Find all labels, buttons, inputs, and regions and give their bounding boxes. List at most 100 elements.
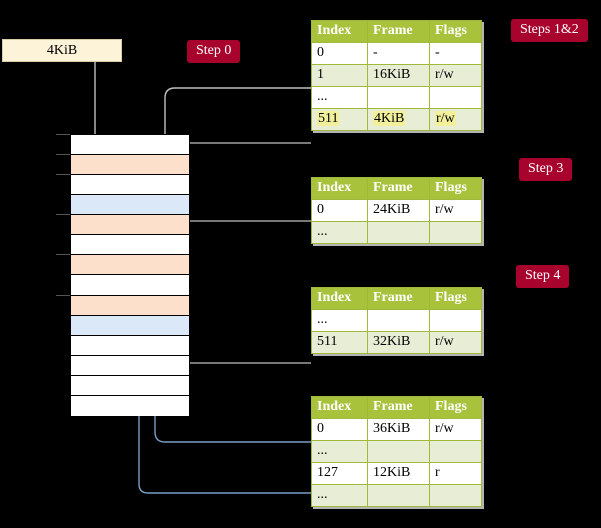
- cell-index: ...: [311, 484, 368, 507]
- column-header-flags: Flags: [429, 396, 482, 419]
- column-header-frame: Frame: [367, 177, 430, 200]
- cell-frame: 4KiB: [367, 108, 430, 131]
- badge-step4: Step 4: [516, 265, 570, 288]
- cell-frame: [367, 86, 430, 109]
- memory-frame-5: [71, 235, 189, 256]
- column-header-flags: Flags: [429, 287, 482, 310]
- cell-index: 0: [311, 199, 368, 222]
- cell-index: ...: [311, 309, 368, 332]
- cell-frame: 24KiB: [367, 199, 430, 222]
- cell-flags: r/w: [429, 64, 482, 87]
- memory-frame-10: [71, 335, 189, 356]
- column-header-index: Index: [311, 20, 368, 43]
- memory-frame-6: [71, 255, 189, 276]
- table-row[interactable]: ...: [311, 440, 482, 463]
- cell-index: 0: [311, 418, 368, 441]
- cell-frame: 16KiB: [367, 64, 430, 87]
- cell-flags: r/w: [429, 331, 482, 354]
- memory-tick-8: [56, 294, 70, 296]
- cell-index: ...: [311, 86, 368, 109]
- memory-frame-11: [71, 355, 189, 376]
- memory-frame-3: [71, 195, 189, 216]
- cell-frame: -: [367, 42, 430, 65]
- badge-step3: Step 3: [519, 158, 573, 181]
- cell-index: ...: [311, 221, 368, 244]
- cell-frame: [367, 484, 430, 507]
- cell-index: 1: [311, 64, 368, 87]
- table-row[interactable]: ...: [311, 484, 482, 507]
- cell-index: 0: [311, 42, 368, 65]
- cell-flags: [429, 309, 482, 332]
- cell-flags: [429, 86, 482, 109]
- memory-tick-1: [56, 154, 70, 156]
- cell-flags: -: [429, 42, 482, 65]
- memory-tick-4: [56, 214, 70, 216]
- cell-index: ...: [311, 440, 368, 463]
- column-header-index: Index: [311, 287, 368, 310]
- cell-frame: [367, 440, 430, 463]
- page-box-4kib: 4KiB: [2, 39, 122, 62]
- cell-flags: r: [429, 462, 482, 485]
- column-header-frame: Frame: [367, 20, 430, 43]
- memory-tick-0: [56, 134, 70, 135]
- memory-frame-12: [71, 375, 189, 396]
- highlight-span: 4KiB: [373, 111, 406, 126]
- memory-tick-6: [56, 254, 70, 256]
- cell-index: 511: [311, 108, 368, 131]
- cell-frame: 32KiB: [367, 331, 430, 354]
- column-header-index: Index: [311, 396, 368, 419]
- cell-flags: [429, 484, 482, 507]
- wire-step3: [176, 220, 311, 263]
- memory-tick-2: [56, 174, 70, 176]
- highlight-span: 511: [317, 111, 340, 126]
- cell-frame: 36KiB: [367, 418, 430, 441]
- column-header-frame: Frame: [367, 396, 430, 419]
- cell-flags: [429, 440, 482, 463]
- cell-index: 127: [311, 462, 368, 485]
- column-header-flags: Flags: [429, 177, 482, 200]
- cell-frame: 12KiB: [367, 462, 430, 485]
- table-row[interactable]: ...: [311, 309, 482, 332]
- cell-frame: [367, 309, 430, 332]
- badge-step0: Step 0: [187, 40, 241, 63]
- column-header-index: Index: [311, 177, 368, 200]
- memory-frame-9: [71, 315, 189, 336]
- table-row[interactable]: ...: [311, 86, 482, 109]
- column-header-flags: Flags: [429, 20, 482, 43]
- table-row[interactable]: ...: [311, 221, 482, 244]
- page-box-label: 4KiB: [46, 43, 78, 58]
- highlight-span: r/w: [435, 111, 456, 126]
- memory-frame-0: [71, 135, 189, 156]
- column-header-frame: Frame: [367, 287, 430, 310]
- cell-frame: [367, 221, 430, 244]
- table-row[interactable]: 511 4KiB r/w: [311, 108, 482, 131]
- memory-frame-1: [71, 155, 189, 176]
- cell-flags: r/w: [429, 108, 482, 131]
- memory-frame-4: [71, 215, 189, 236]
- memory-frame-7: [71, 275, 189, 296]
- physical-memory-column: [70, 134, 190, 416]
- wire-step4: [171, 313, 311, 364]
- cell-index: 511: [311, 331, 368, 354]
- table-row[interactable]: 0--: [311, 42, 482, 65]
- memory-frame-13: [71, 395, 189, 416]
- badge-steps12: Steps 1&2: [511, 19, 588, 42]
- memory-frame-8: [71, 295, 189, 316]
- memory-frame-2: [71, 175, 189, 196]
- cell-flags: r/w: [429, 199, 482, 222]
- cell-flags: r/w: [429, 418, 482, 441]
